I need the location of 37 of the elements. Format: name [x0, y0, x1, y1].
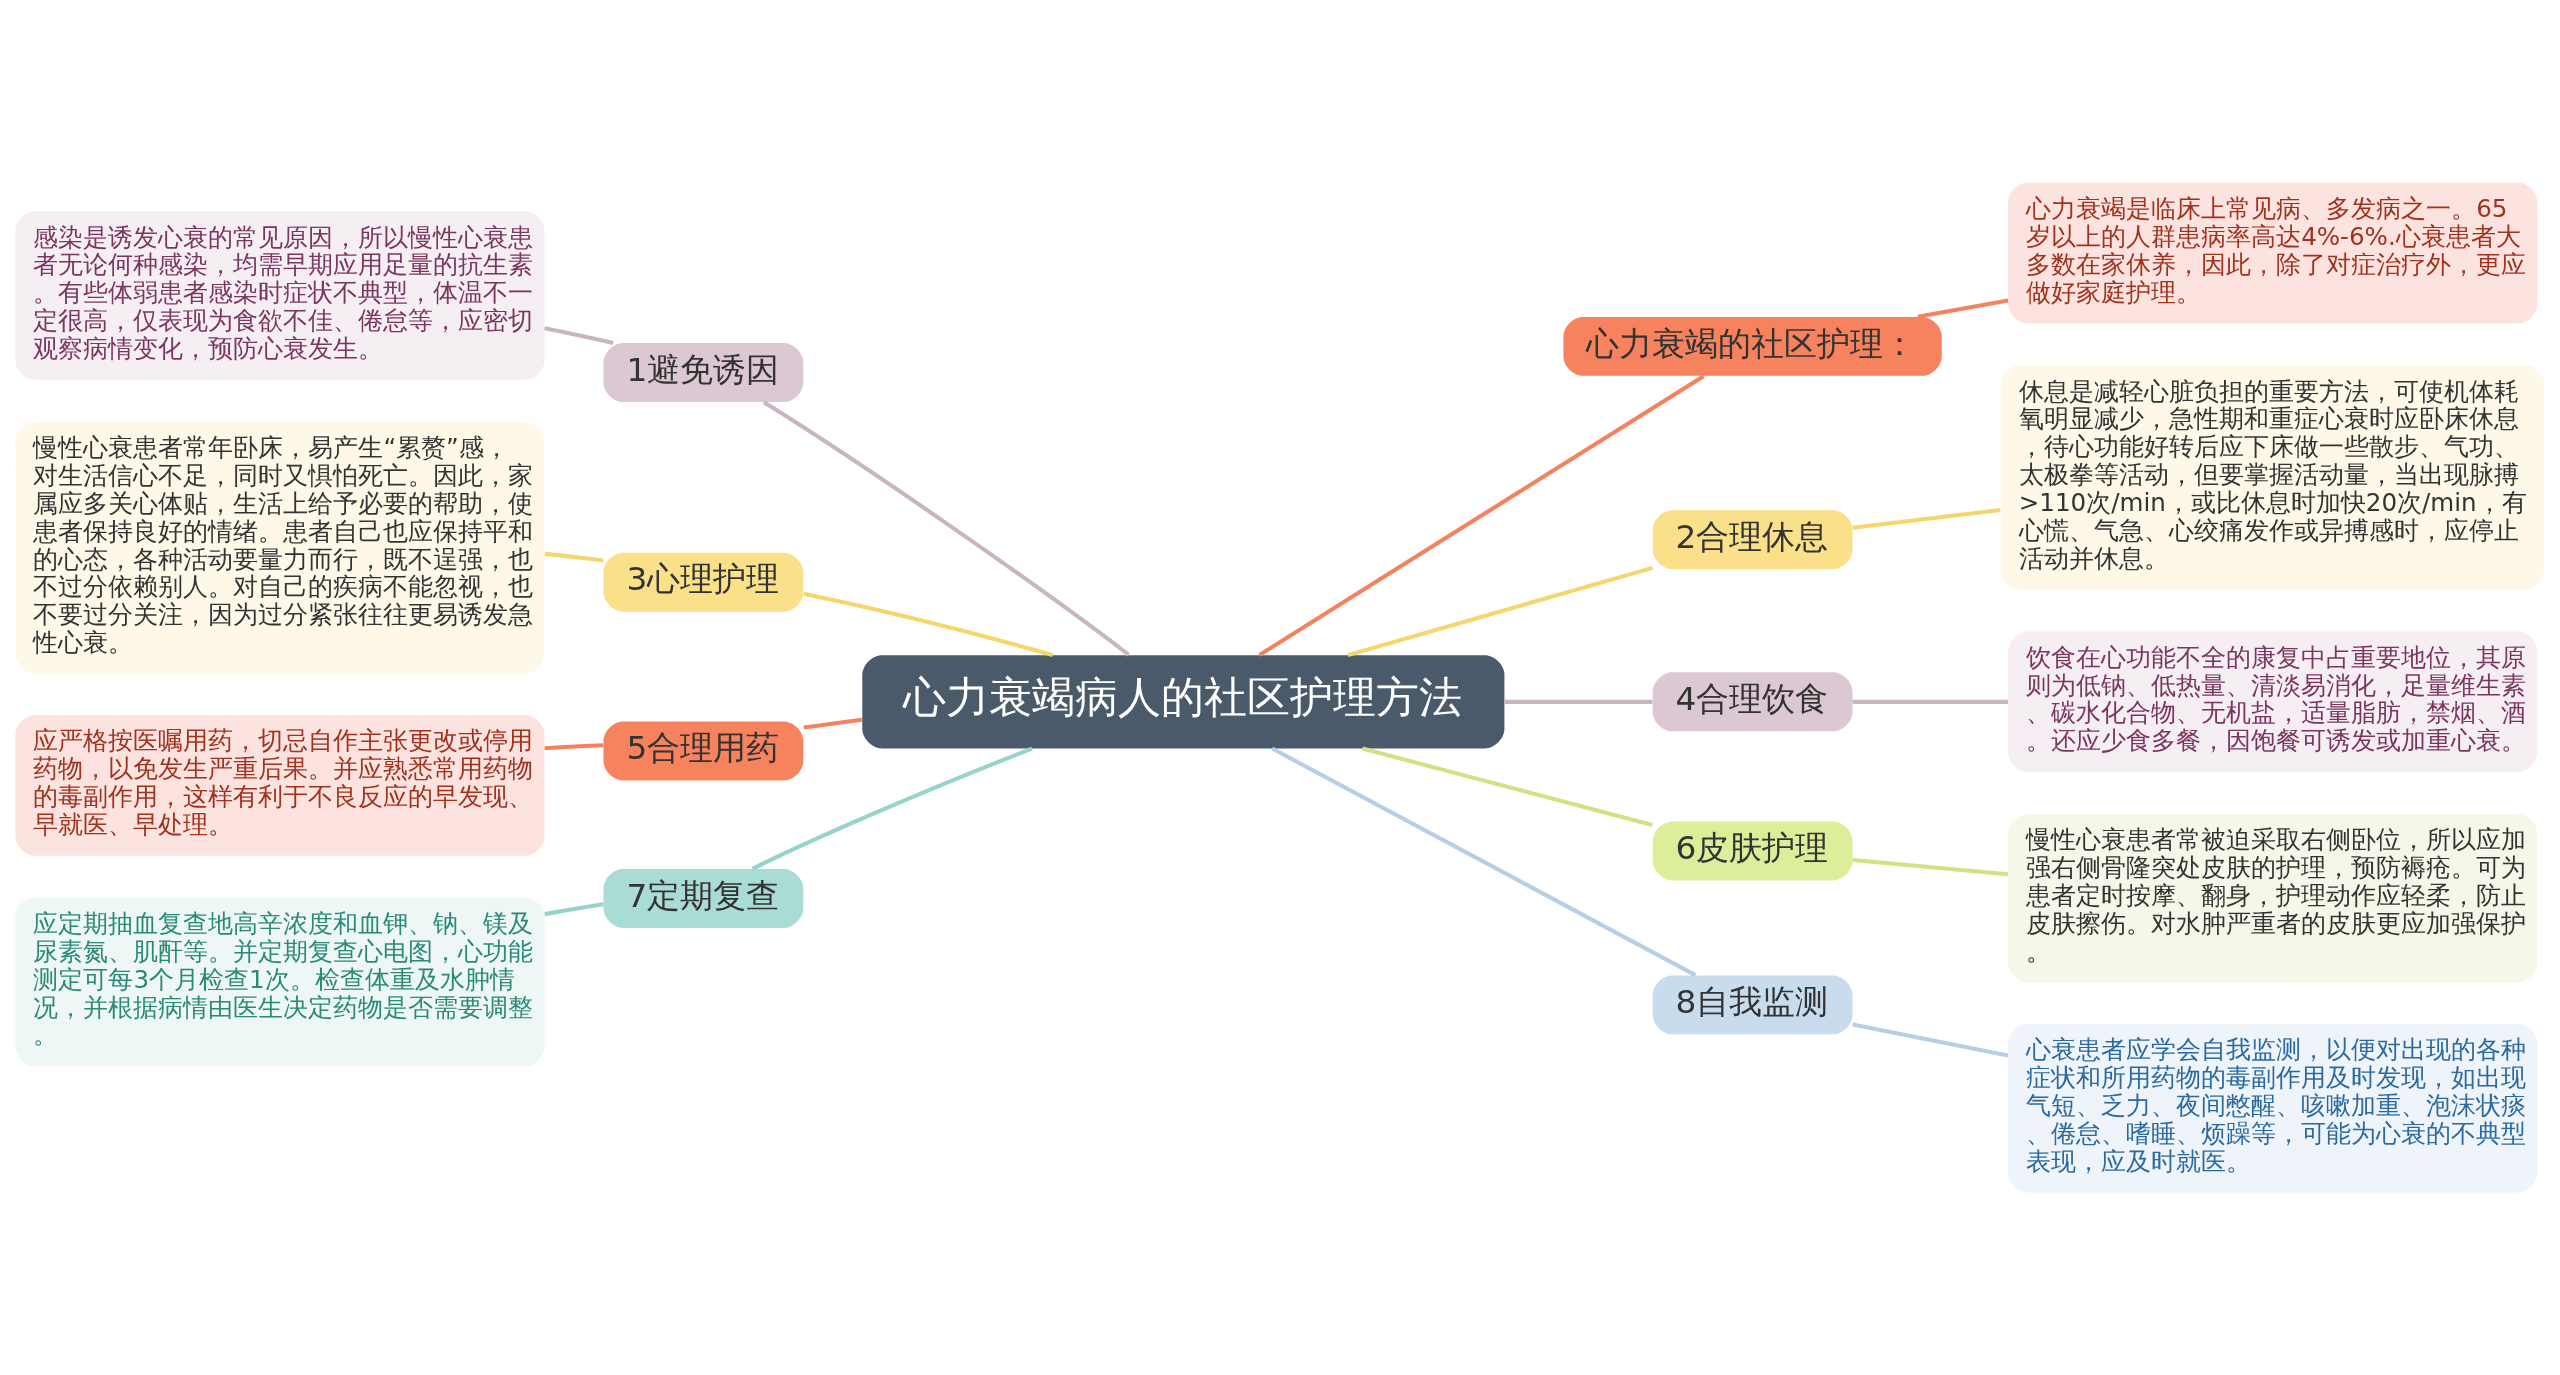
node-box: 心力衰竭是临床上常见病、多发病之一。65岁以上的人群患病率高达4%-6%.心衰患者大多数在家休养，因此，除了对症治疗外，更应做好家庭护理。	[2008, 182, 2538, 324]
connector	[1852, 857, 2009, 877]
node-box: 2合理休息	[1652, 510, 1853, 570]
node-box: 心衰患者应学会自我监测，以便对出现的各种症状和所用药物的毒副作用及时发现，如出现气短、乏力、夜间憋醒、咳嗽加重、泡沫状痰、倦怠、嗜睡、烦躁等，可能为心衰的不典型表现，应及时就医。	[2008, 1023, 2538, 1193]
connector	[1347, 565, 1654, 658]
node-box: 应定期抽血复查地高辛浓度和血钾、钠、镁及尿素氮、肌酐等。并定期复查心电图，心功能测定可每3个月检查1次。检查体重及水肿情况，并根据病情由医生决定药物是否需要调整。	[15, 897, 545, 1067]
connector	[1852, 1022, 2009, 1058]
connector	[544, 326, 614, 346]
connector	[751, 746, 1033, 871]
node-box: 7定期复查	[603, 868, 804, 928]
node-box: 心力衰竭的社区护理：	[1563, 316, 1942, 376]
node-box: 慢性心衰患者常被迫采取右侧卧位，所以应加强右侧骨隆突处皮肤的护理，预防褥疮。可为患者定时按摩、翻身，护理动作应轻柔，防止皮肤擦伤。对水肿严重者的皮肤更应加强保护。	[2008, 814, 2538, 983]
connector	[544, 743, 604, 751]
connector	[762, 400, 1130, 657]
connector	[1362, 746, 1653, 827]
connector	[1271, 746, 1697, 977]
connector	[1258, 374, 1705, 657]
node-box: 5合理用药	[603, 721, 804, 781]
connector	[544, 902, 604, 917]
connector	[544, 551, 604, 563]
connector	[803, 717, 863, 730]
node-box: 休息是减轻心脏负担的重要方法，可使机体耗氧明显减少，急性期和重症心衰时应卧床休息，待心功能好转后应下床做一些散步、气功、太极拳等活动，但要掌握活动量，当出现脉搏>110次/min，或比休息时加快20次/min，有心慌、气急、心绞痛发作或异搏感时，应停止活动并休息。	[2000, 365, 2545, 590]
connector	[1504, 699, 1653, 704]
node-box: 饮食在心功能不全的康复中占重要地位，其原则为低钠、低热量、清淡易消化，足量维生素、碳水化合物、无机盐，适量脂肪，禁烟、酒。还应少食多餐，因饱餐可诱发或加重心衰。	[2008, 631, 2538, 773]
connector	[803, 591, 1054, 658]
connector	[1917, 298, 2009, 319]
node-box: 6皮肤护理	[1652, 821, 1853, 881]
node-box: 心力衰竭病人的社区护理方法	[862, 655, 1505, 749]
node-box: 4合理饮食	[1652, 672, 1853, 732]
node-box: 应严格按医嘱用药，切忌自作主张更改或停用药物，以免发生严重后果。并应熟悉常用药物的毒副作用，这样有利于不良反应的早发现、早就医、早处理。	[15, 714, 545, 856]
node-box: 感染是诱发心衰的常见原因，所以慢性心衰患者无论何种感染，均需早期应用足量的抗生素。有些体弱患者感染时症状不典型，体温不一定很高，仅表现为食欲不佳、倦怠等，应密切观察病情变化，预防心衰发生。	[15, 211, 545, 380]
node-box: 8自我监测	[1652, 975, 1853, 1035]
connector	[1852, 699, 2008, 704]
connector	[1852, 508, 2001, 530]
node-box: 1避免诱因	[603, 343, 804, 403]
node-box: 慢性心衰患者常年卧床，易产生“累赘”感，对生活信心不足，同时又惧怕死亡。因此，家属应多关心体贴，生活上给予必要的帮助，使患者保持良好的情绪。患者自己也应保持平和的心态，各种活动要量力而行，既不逞强，也不过分依赖别人。对自己的疾病不能忽视，也不要过分关注，因为过分紧张往往更易诱发急性心衰。	[15, 421, 545, 674]
node-box: 3心理护理	[603, 552, 804, 612]
